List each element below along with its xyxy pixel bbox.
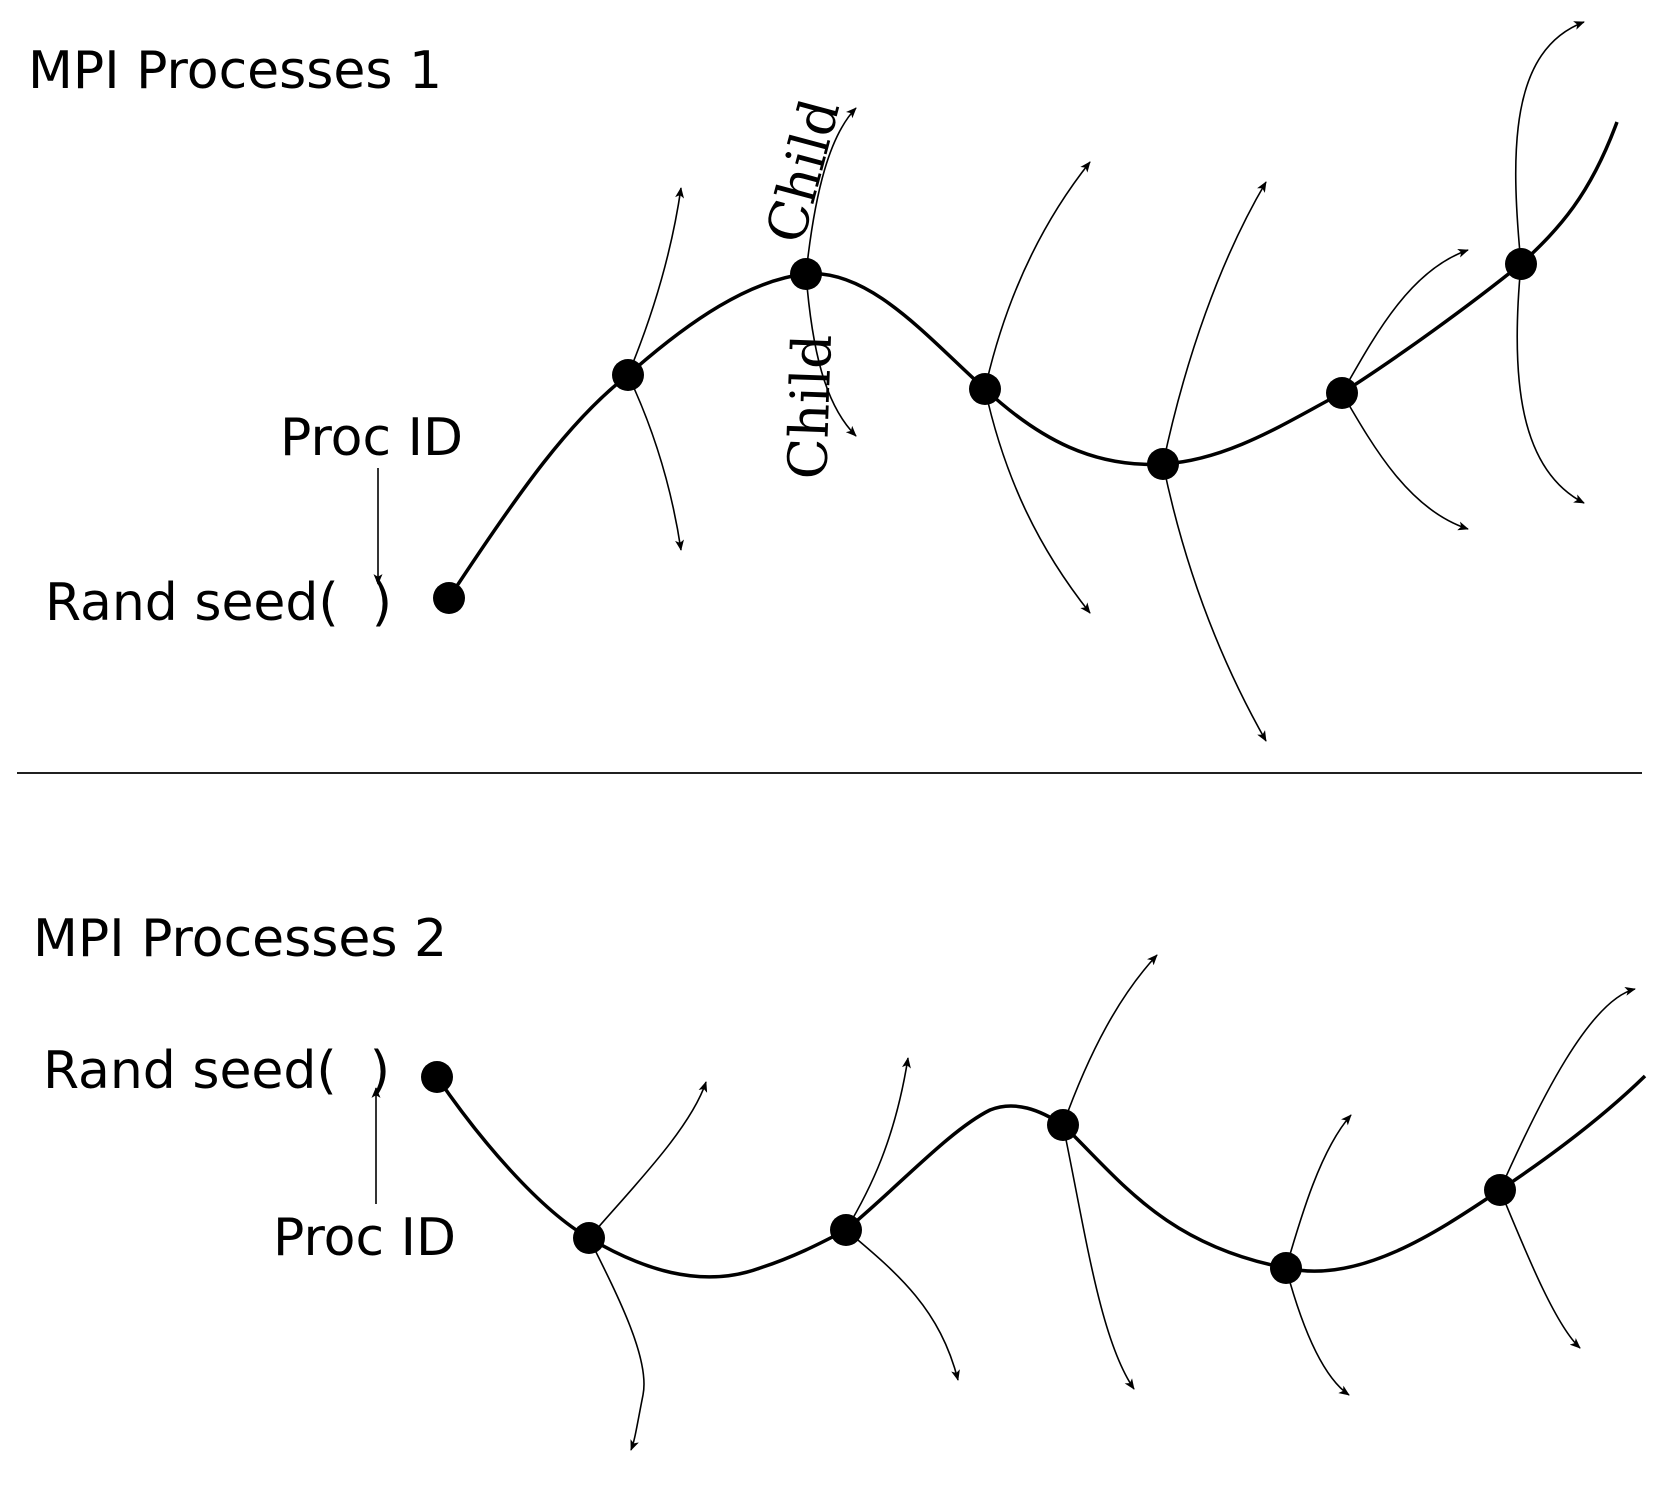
panel-2-branch xyxy=(1062,1124,1135,1390)
panel-1-child-label-upper: Child xyxy=(754,93,852,250)
panel-1-branch xyxy=(1516,263,1585,504)
panel-2-branch xyxy=(588,1081,708,1239)
panel-1-branch xyxy=(984,388,1091,614)
panel-1-seed-node xyxy=(433,582,465,614)
panel-2-title: MPI Processes 2 xyxy=(33,909,447,969)
panel-2-branch xyxy=(845,1229,960,1381)
panel-1-title: MPI Processes 1 xyxy=(28,41,442,101)
panel-1-proc-id-label: Proc ID xyxy=(280,408,463,468)
panel-2: MPI Processes 2 Rand seed( ) Proc ID xyxy=(33,909,1647,1451)
panel-2-seed-label: Rand seed( ) xyxy=(43,1041,390,1101)
panel-2-branch xyxy=(1062,954,1158,1126)
panel-2-node xyxy=(1270,1252,1302,1284)
panel-1-node xyxy=(1505,248,1537,280)
panel-1-branch xyxy=(984,161,1091,390)
panel-1-branch xyxy=(1514,21,1585,265)
panel-1-node xyxy=(1326,377,1358,409)
panel-2-node xyxy=(1047,1109,1079,1141)
panel-2-node xyxy=(830,1214,862,1246)
panel-1-branch xyxy=(805,273,857,437)
panel-2-proc-id-label: Proc ID xyxy=(273,1208,456,1268)
panel-2-nodes xyxy=(421,1061,1516,1284)
panel-1-branch xyxy=(627,187,685,376)
panel-2-branch xyxy=(1499,986,1636,1191)
panel-1-seed-label: Rand seed( ) xyxy=(45,573,392,633)
panel-1: MPI Processes 1 Proc ID Rand seed( ) xyxy=(28,21,1619,742)
panel-1-branch xyxy=(1162,463,1267,742)
panel-1-branch xyxy=(1341,392,1469,531)
panel-1-branch xyxy=(805,107,857,275)
panel-2-node xyxy=(1484,1174,1516,1206)
panel-1-nodes xyxy=(433,248,1537,614)
panel-1-branch xyxy=(1162,181,1267,465)
panel-2-main-trajectory xyxy=(435,1074,1647,1279)
panel-2-node xyxy=(573,1222,605,1254)
panel-2-branches xyxy=(588,954,1636,1451)
panel-1-branch xyxy=(1341,248,1469,394)
panel-1-branches xyxy=(627,21,1585,742)
panel-2-branch xyxy=(1285,1267,1350,1396)
panel-1-node xyxy=(1147,448,1179,480)
panel-1-node xyxy=(790,258,822,290)
panel-1-node xyxy=(612,359,644,391)
panel-1-child-label-lower: Child xyxy=(776,333,844,480)
panel-2-branch xyxy=(1285,1114,1352,1269)
panel-1-branch xyxy=(627,374,684,551)
panel-2-branch xyxy=(588,1237,645,1451)
panel-2-branch xyxy=(845,1057,911,1231)
panel-1-node xyxy=(969,373,1001,405)
panel-2-seed-node xyxy=(421,1061,453,1093)
panel-2-branch xyxy=(1499,1189,1581,1349)
